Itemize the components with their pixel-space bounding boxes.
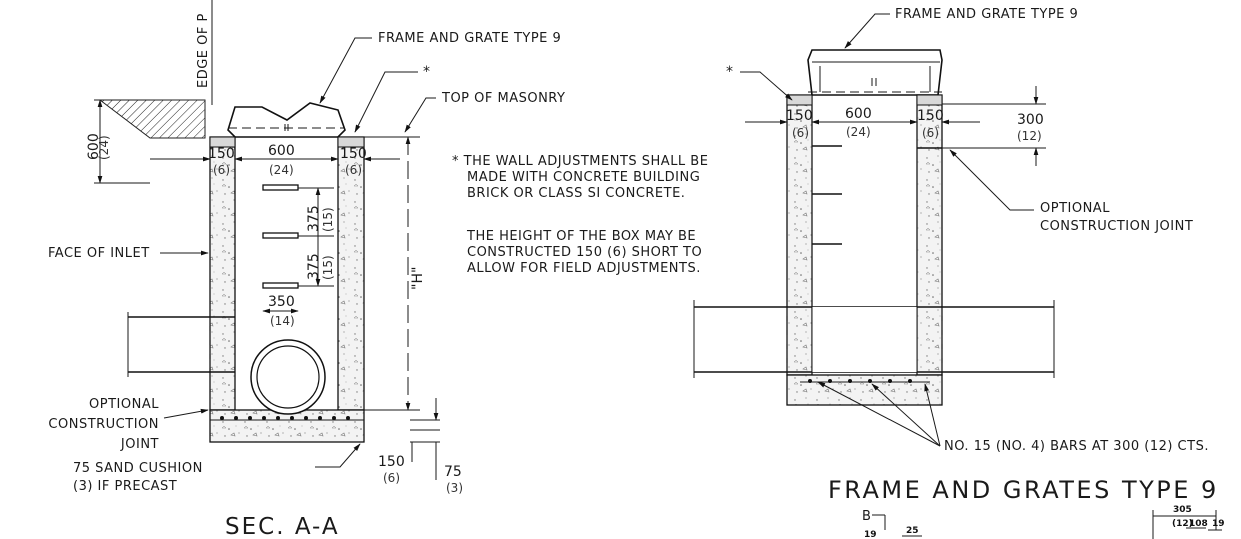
frame-grates-section: 150 (6) 600 (24) 150 (6) 300 (12) FRAME …: [693, 7, 1219, 504]
dim-150-right: 150: [340, 146, 367, 162]
dim-108: 108: [1189, 519, 1208, 529]
optional-joint-right: CONSTRUCTION JOINT: [1040, 219, 1193, 234]
sand-cushion-label: 75 SAND CUSHION: [73, 461, 203, 476]
sand-cushion-label: (3) IF PRECAST: [73, 479, 177, 494]
note-2: ALLOW FOR FIELD ADJUSTMENTS.: [467, 261, 701, 276]
optional-joint-label: CONSTRUCTION: [48, 417, 159, 432]
note-2: THE HEIGHT OF THE BOX MAY BE: [466, 229, 696, 244]
optional-joint-label: OPTIONAL: [89, 397, 159, 412]
frame-grate-right-label: FRAME AND GRATE TYPE 9: [895, 7, 1078, 22]
dim-6-bottom: (6): [383, 471, 400, 485]
step-rung: [262, 232, 299, 239]
right-base-slab: [786, 374, 943, 406]
dim-6-l: (6): [792, 126, 809, 140]
dim-6-right: (6): [345, 163, 362, 177]
dim-150-left: 150: [208, 146, 235, 162]
top-masonry-label: TOP OF MASONRY: [441, 91, 565, 106]
dim-150-bottom: 150: [378, 454, 405, 470]
step-rung: [262, 184, 299, 191]
dim-24-vert: (24): [97, 135, 111, 160]
face-of-inlet-label: FACE OF INLET: [48, 246, 150, 261]
frame-grate-label: FRAME AND GRATE TYPE 9: [378, 31, 561, 46]
ground-hatch: [98, 99, 206, 139]
bars-label: NO. 15 (NO. 4) BARS AT 300 (12) CTS.: [944, 439, 1209, 454]
partial-detail: B 19 25 305 (12) 108 19: [862, 505, 1225, 539]
dim-600-vert: 600: [86, 133, 102, 160]
dim-12: (12): [1017, 129, 1042, 143]
frame-grate-right: [807, 49, 943, 96]
note-1: * THE WALL ADJUSTMENTS SHALL BE: [452, 154, 708, 169]
dim-600: 600: [268, 143, 295, 159]
edge-of-pavement-label: EDGE OF P: [196, 13, 211, 88]
dim-19-a: 19: [864, 530, 877, 539]
note-2: CONSTRUCTED 150 (6) SHORT TO: [467, 245, 702, 260]
pipe-outlet: [250, 339, 326, 415]
dim-3-bottom: (3): [446, 481, 463, 495]
section-a-a: EDGE OF P: [48, 0, 565, 539]
dim-300: 300: [1017, 112, 1044, 128]
dim-6-left: (6): [213, 163, 230, 177]
dim-375-b: 375: [306, 253, 322, 280]
dim-150-l: 150: [786, 108, 813, 124]
asterisk-mark-right: *: [726, 64, 734, 80]
dim-305: 305: [1173, 505, 1192, 515]
dim-25: 25: [906, 526, 919, 536]
step-rung: [262, 282, 299, 289]
note-1: MADE WITH CONCRETE BUILDING: [467, 170, 700, 185]
frame-grate-left: [227, 102, 346, 138]
dim-12-partial: (12): [1172, 519, 1193, 529]
optional-joint-right: OPTIONAL: [1040, 201, 1110, 216]
optional-joint-label: JOINT: [120, 437, 159, 452]
dim-15-a: (15): [321, 207, 335, 232]
dim-75-bottom: 75: [444, 464, 462, 480]
notes-block: * THE WALL ADJUSTMENTS SHALL BE MADE WIT…: [452, 154, 708, 276]
section-title: SEC. A-A: [225, 514, 340, 539]
dim-150-r: 150: [917, 108, 944, 124]
base-slab: [209, 409, 365, 443]
dim-6-r: (6): [922, 126, 939, 140]
dim-600-r: 600: [845, 106, 872, 122]
dim-h: "H": [410, 267, 426, 290]
dim-19-b: 19: [1212, 519, 1225, 529]
dim-24-r: (24): [846, 125, 871, 139]
section-b-marker: B: [862, 509, 871, 524]
dim-375-a: 375: [306, 205, 322, 232]
dim-15-b: (15): [321, 255, 335, 280]
note-1: BRICK OR CLASS SI CONCRETE.: [467, 186, 685, 201]
frame-grates-title: FRAME AND GRATES TYPE 9: [828, 476, 1219, 504]
dim-24: (24): [269, 163, 294, 177]
right-wall: [337, 136, 365, 411]
dim-14: (14): [270, 314, 295, 328]
left-wall: [209, 136, 236, 411]
asterisk-mark: *: [423, 64, 431, 80]
dim-350: 350: [268, 294, 295, 310]
